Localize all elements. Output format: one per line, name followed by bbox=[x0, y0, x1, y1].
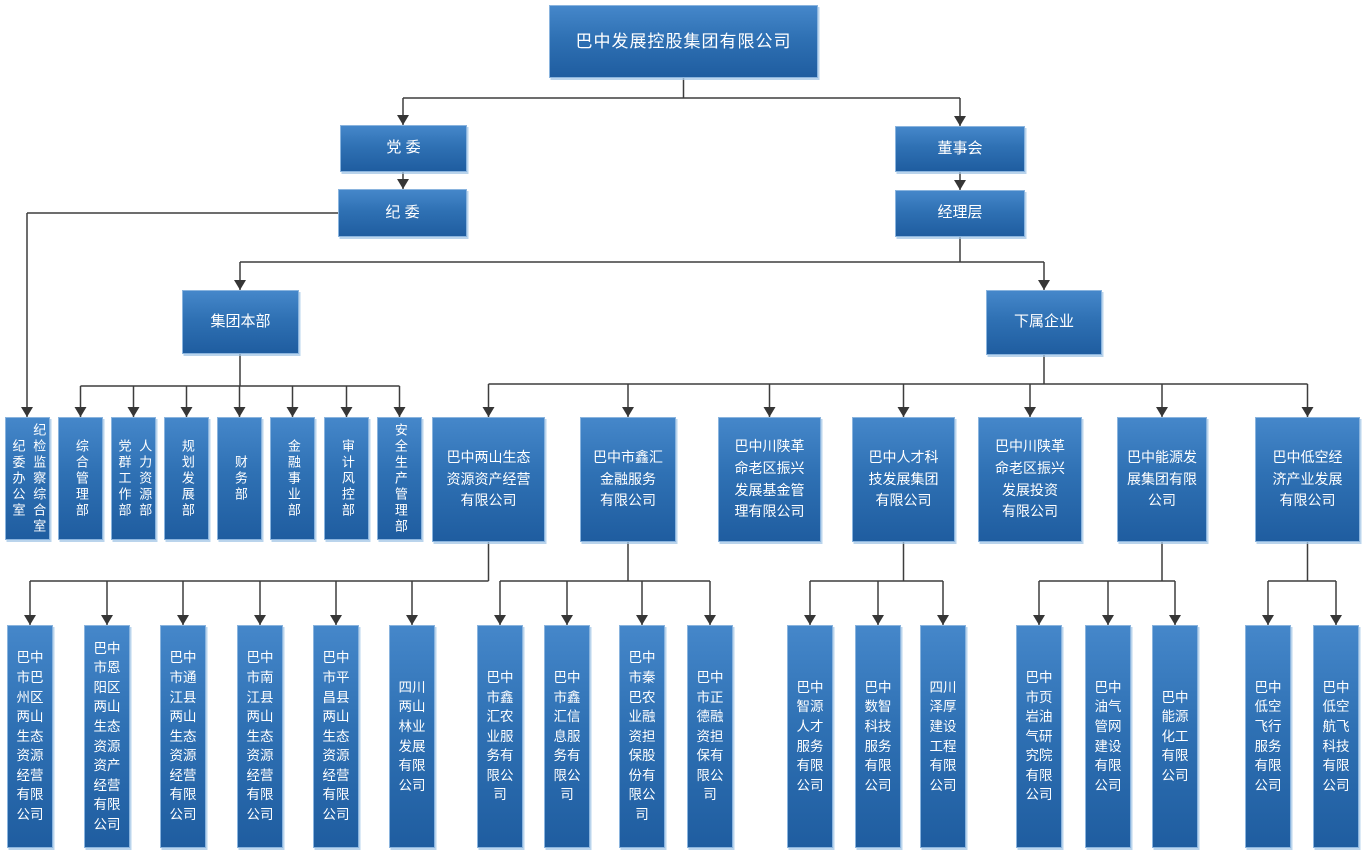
org-node-subsidiaries: 下属企业 bbox=[986, 290, 1102, 355]
org-node-root: 巴中发展控股集团有限公司 bbox=[549, 5, 818, 78]
org-node-sub-shuzhi-tech: 巴中数智科技服务有限公司 bbox=[855, 625, 901, 848]
org-node-board: 董事会 bbox=[895, 126, 1025, 172]
org-node-sub-tongjiang: 巴中市通江县两山生态资源经营有限公司 bbox=[160, 625, 206, 848]
org-node-dept-planning: 规划发展部 bbox=[164, 417, 209, 540]
org-node-company-talent-tech: 巴中人才科 技发展集团 有限公司 bbox=[852, 417, 955, 542]
org-node-dept-discipline-office: 纪检监察综合室 纪委办公室 bbox=[5, 417, 50, 540]
org-node-sub-zhengde-guarantee: 巴中市正德融资担保有限公司 bbox=[687, 625, 733, 848]
org-node-company-xinhui: 巴中市鑫汇 金融服务 有限公司 bbox=[580, 417, 676, 542]
org-node-sub-qinba-guarantee: 巴中市秦巴农业融资担保股份有限公司 bbox=[619, 625, 665, 848]
connector-arrows bbox=[21, 98, 1342, 625]
org-node-party-committee: 党 委 bbox=[340, 125, 467, 172]
org-node-sub-hangfei-tech: 巴中低空航飞科技有限公司 bbox=[1313, 625, 1359, 848]
org-node-hq: 集团本部 bbox=[182, 290, 299, 354]
org-node-sub-flight-service: 巴中低空飞行服务有限公司 bbox=[1245, 625, 1291, 848]
org-node-sub-forestry: 四川两山林业发展有限公司 bbox=[389, 625, 435, 848]
org-node-company-energy: 巴中能源发 展集团有限 公司 bbox=[1117, 417, 1207, 542]
org-node-dept-finance: 财务部 bbox=[217, 417, 262, 540]
org-node-sub-zhiyuan-talent: 巴中智源人才服务有限公司 bbox=[787, 625, 833, 848]
org-node-dept-safety: 安全生产管理部 bbox=[377, 417, 422, 540]
org-node-company-liangshan: 巴中两山生态 资源资产经营 有限公司 bbox=[432, 417, 545, 542]
org-node-sub-pingchang: 巴中市平昌县两山生态资源经营有限公司 bbox=[313, 625, 359, 848]
org-node-management: 经理层 bbox=[895, 190, 1025, 237]
org-node-dept-audit-risk: 审计风控部 bbox=[324, 417, 369, 540]
org-node-company-revitalization-investment: 巴中川陕革 命老区振兴 发展投资 有限公司 bbox=[978, 417, 1082, 542]
org-node-sub-pipeline: 巴中油气管网建设有限公司 bbox=[1085, 625, 1131, 848]
org-node-company-fund-management: 巴中川陕革 命老区振兴 发展基金管 理有限公司 bbox=[718, 417, 821, 542]
org-node-company-low-altitude: 巴中低空经 济产业发展 有限公司 bbox=[1255, 417, 1360, 542]
org-node-sub-bazhou: 巴中市巴州区两山生态资源经营有限公司 bbox=[7, 625, 53, 848]
org-node-sub-energy-chemical: 巴中能源化工有限公司 bbox=[1152, 625, 1198, 848]
org-node-sub-nanjiang: 巴中市南江县两山生态资源经营有限公司 bbox=[237, 625, 283, 848]
org-node-dept-financial-business: 金融事业部 bbox=[270, 417, 315, 540]
org-node-discipline-committee: 纪 委 bbox=[338, 189, 467, 237]
org-node-sub-enyang: 巴中市恩阳区两山生态资源资产经营有限公司 bbox=[84, 625, 130, 848]
org-node-dept-hr-party: 人力资源部 党群工作部 bbox=[111, 417, 156, 540]
org-node-sub-shale-gas-institute: 巴中市页岩油气研究院有限公司 bbox=[1016, 625, 1062, 848]
org-node-sub-xinhui-agriculture: 巴中市鑫汇农业服务有限公司 bbox=[477, 625, 523, 848]
org-node-sub-zehou-construction: 四川泽厚建设工程有限公司 bbox=[920, 625, 966, 848]
org-node-dept-general-management: 综合管理部 bbox=[58, 417, 103, 540]
org-node-sub-xinhui-information: 巴中市鑫汇信息服务有限公司 bbox=[544, 625, 590, 848]
